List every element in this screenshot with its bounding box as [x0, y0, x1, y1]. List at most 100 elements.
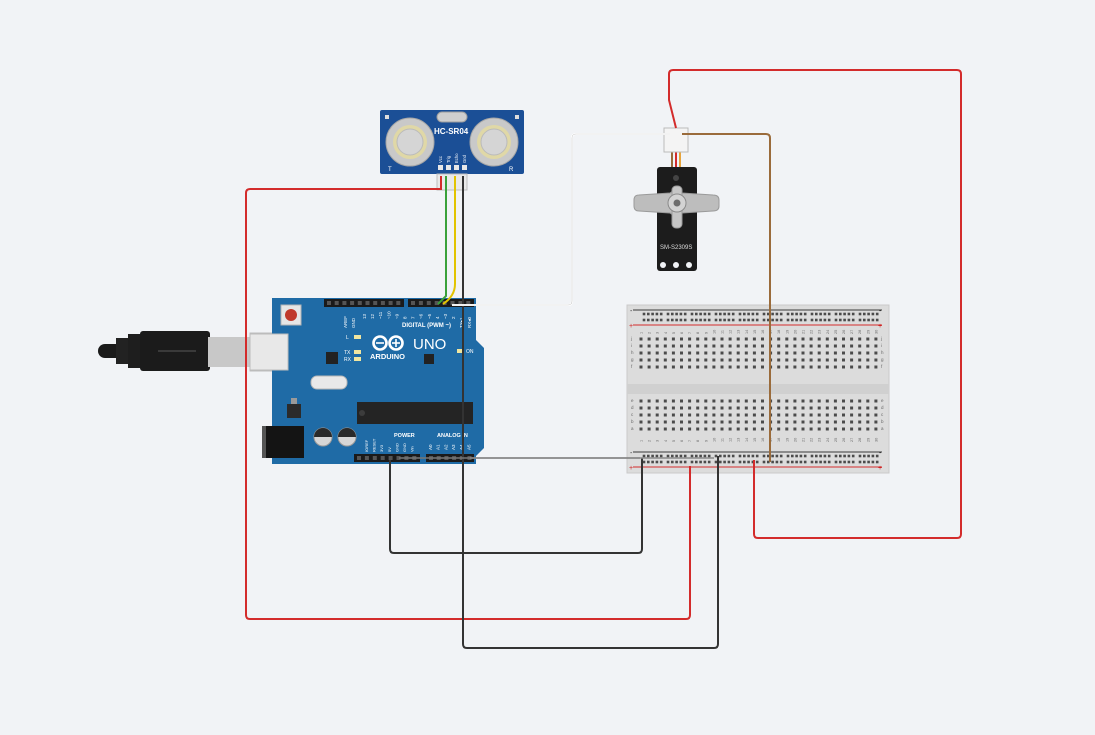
bb-rail-hole[interactable] — [810, 460, 814, 464]
bb-rail-hole[interactable] — [647, 318, 650, 322]
bb-rail-hole[interactable] — [703, 460, 707, 464]
bb-rail-hole[interactable] — [871, 460, 875, 464]
bb-rail-hole[interactable] — [791, 460, 794, 464]
bb-rail-hole[interactable] — [786, 454, 790, 458]
bb-hole[interactable] — [663, 351, 667, 355]
bb-hole[interactable] — [712, 344, 716, 348]
bb-hole[interactable] — [704, 365, 708, 369]
usb-b-port[interactable] — [249, 333, 289, 371]
bb-rail-hole[interactable] — [847, 318, 851, 322]
bb-rail-hole[interactable] — [815, 454, 818, 458]
bb-hole[interactable] — [801, 358, 805, 362]
bb-rail-hole[interactable] — [666, 318, 670, 322]
bb-hole[interactable] — [696, 365, 700, 369]
bb-rail-hole[interactable] — [847, 312, 851, 316]
bb-hole[interactable] — [752, 337, 756, 341]
bb-hole[interactable] — [777, 413, 781, 417]
bb-hole[interactable] — [752, 399, 756, 403]
bb-rail-hole[interactable] — [771, 460, 774, 464]
bb-hole[interactable] — [704, 351, 708, 355]
bb-rail-hole[interactable] — [707, 312, 711, 316]
bb-rail-hole[interactable] — [747, 454, 750, 458]
bb-rail-hole[interactable] — [675, 312, 678, 316]
bb-hole[interactable] — [720, 351, 724, 355]
bb-hole[interactable] — [793, 344, 797, 348]
bb-rail-hole[interactable] — [727, 460, 731, 464]
bb-rail-hole[interactable] — [666, 312, 670, 316]
bb-rail-hole[interactable] — [714, 460, 718, 464]
bb-hole[interactable] — [647, 420, 651, 424]
bb-rail-hole[interactable] — [803, 460, 807, 464]
bb-hole[interactable] — [639, 344, 643, 348]
bb-hole[interactable] — [825, 413, 829, 417]
bb-rail-hole[interactable] — [690, 318, 694, 322]
bb-rail-hole[interactable] — [791, 312, 794, 316]
bb-rail-hole[interactable] — [819, 312, 822, 316]
bb-rail-hole[interactable] — [775, 312, 779, 316]
wire-gnd-sensor[interactable] — [462, 176, 719, 649]
bb-hole[interactable] — [647, 344, 651, 348]
header-pin[interactable] — [357, 301, 362, 305]
bb-hole[interactable] — [777, 337, 781, 341]
bb-hole[interactable] — [704, 399, 708, 403]
bb-rail-hole[interactable] — [642, 454, 646, 458]
bb-hole[interactable] — [825, 420, 829, 424]
bb-rail-hole[interactable] — [707, 318, 711, 322]
bb-rail-hole[interactable] — [823, 318, 827, 322]
bb-hole[interactable] — [671, 337, 675, 341]
bb-hole[interactable] — [866, 337, 870, 341]
bb-rail-hole[interactable] — [690, 460, 694, 464]
bb-rail-hole[interactable] — [655, 312, 659, 316]
bb-hole[interactable] — [833, 427, 837, 431]
bb-hole[interactable] — [809, 358, 813, 362]
bb-hole[interactable] — [728, 358, 732, 362]
bb-rail-hole[interactable] — [671, 454, 674, 458]
bb-rail-hole[interactable] — [719, 454, 722, 458]
bb-hole[interactable] — [761, 420, 764, 424]
bb-hole[interactable] — [655, 399, 659, 403]
bb-rail-hole[interactable] — [755, 318, 759, 322]
bb-rail-hole[interactable] — [775, 454, 779, 458]
bb-hole[interactable] — [688, 406, 692, 410]
header-pin[interactable] — [365, 301, 370, 305]
bb-hole[interactable] — [850, 406, 854, 410]
header-pin[interactable] — [426, 301, 431, 305]
bb-rail-hole[interactable] — [795, 318, 798, 322]
bb-rail-hole[interactable] — [810, 318, 814, 322]
bb-hole[interactable] — [858, 406, 862, 410]
bb-hole[interactable] — [688, 351, 692, 355]
header-pin[interactable] — [466, 301, 471, 305]
bb-rail-hole[interactable] — [875, 460, 879, 464]
header-pin[interactable] — [327, 301, 331, 305]
bb-rail-hole[interactable] — [803, 318, 807, 322]
bb-hole[interactable] — [655, 351, 659, 355]
bb-hole[interactable] — [874, 337, 878, 341]
bb-rail-hole[interactable] — [738, 454, 742, 458]
bb-rail-hole[interactable] — [843, 454, 846, 458]
bb-hole[interactable] — [655, 358, 659, 362]
bb-hole[interactable] — [817, 337, 821, 341]
bb-hole[interactable] — [785, 358, 789, 362]
bb-hole[interactable] — [833, 344, 837, 348]
bb-hole[interactable] — [785, 365, 789, 369]
header-pin[interactable] — [434, 301, 439, 305]
bb-hole[interactable] — [761, 337, 764, 341]
bb-hole[interactable] — [639, 358, 643, 362]
bb-rail-hole[interactable] — [867, 454, 870, 458]
header-pin[interactable] — [388, 301, 393, 305]
bb-hole[interactable] — [842, 406, 845, 410]
bb-rail-hole[interactable] — [690, 454, 694, 458]
bb-hole[interactable] — [850, 337, 854, 341]
bb-rail-hole[interactable] — [714, 312, 718, 316]
header-pin[interactable] — [342, 301, 347, 305]
bb-rail-hole[interactable] — [651, 454, 654, 458]
bb-hole[interactable] — [736, 337, 740, 341]
bb-hole[interactable] — [817, 406, 821, 410]
bb-rail-hole[interactable] — [642, 312, 646, 316]
bb-hole[interactable] — [858, 413, 862, 417]
bb-rail-hole[interactable] — [695, 460, 698, 464]
bb-rail-hole[interactable] — [839, 460, 842, 464]
bb-rail-hole[interactable] — [858, 318, 862, 322]
bb-hole[interactable] — [671, 358, 675, 362]
bb-hole[interactable] — [728, 399, 732, 403]
